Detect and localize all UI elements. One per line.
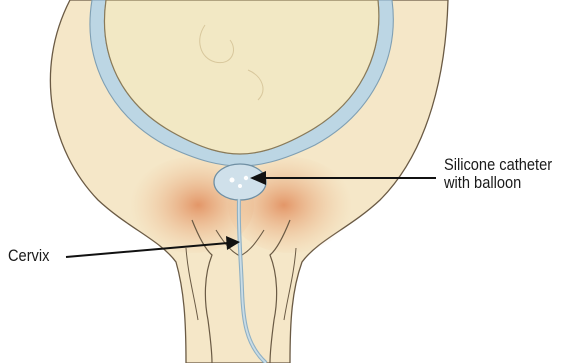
catheter-label-line1: Silicone catheter: [444, 156, 552, 174]
balloon-highlight: [244, 176, 248, 180]
balloon-highlight: [238, 184, 242, 188]
catheter-label-line2: with balloon: [444, 174, 552, 192]
balloon-highlight: [230, 178, 235, 183]
cervix-label: Cervix: [8, 247, 49, 265]
catheter-balloon: [214, 164, 266, 200]
catheter-label: Silicone catheter with balloon: [444, 156, 552, 192]
